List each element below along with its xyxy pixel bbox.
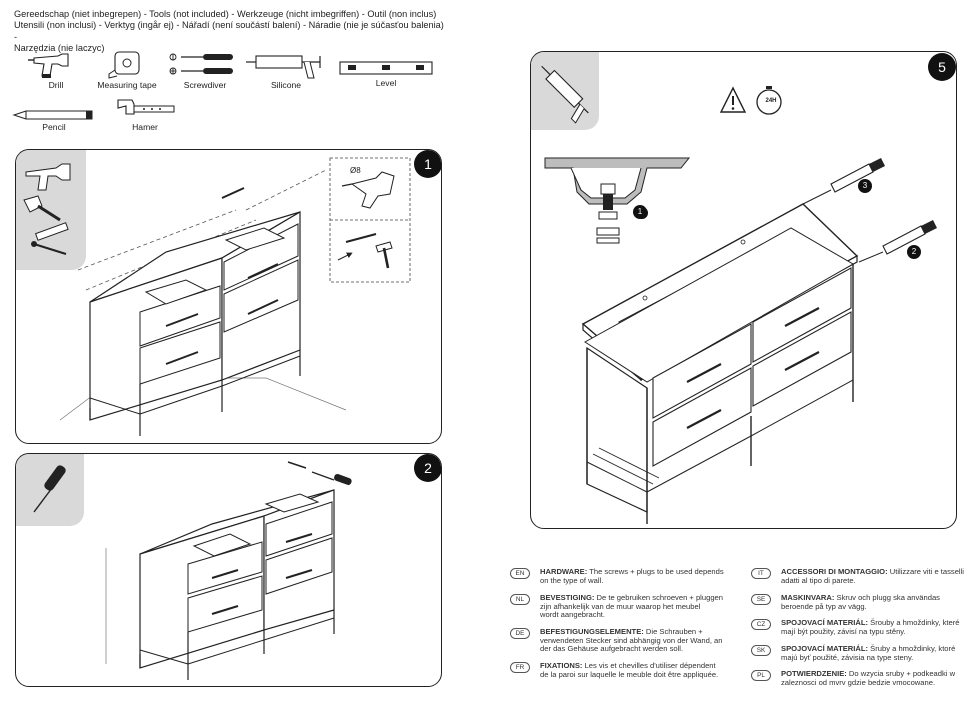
language-code-badge: DE xyxy=(510,628,530,639)
step-1-cabinet-illustration xyxy=(59,157,411,436)
tool-label: Pencil xyxy=(42,122,66,132)
silicone-gun-icon xyxy=(246,55,321,79)
note-text: Die Schrauben + xyxy=(643,627,703,636)
language-code-badge: FR xyxy=(510,662,530,673)
language-code-badge: EN xyxy=(510,568,530,579)
step-2-tools-box xyxy=(16,454,84,526)
step-2-panel: 2 xyxy=(15,453,442,687)
step-2-cabinet-illustration xyxy=(105,461,352,680)
callout-3: 3 xyxy=(858,179,872,193)
tool-label: Measuring tape xyxy=(97,80,157,90)
tool-level: Level xyxy=(338,58,434,88)
note-text: adatti al tipo di parete. xyxy=(781,575,856,585)
screwdriver-icon xyxy=(169,53,233,75)
note-text: De te gebruiken schroeven + pluggen xyxy=(594,593,723,602)
tool-label: Screwdiver xyxy=(183,80,227,90)
note-title: SPOJOVACÍ MATERIÁL: xyxy=(781,618,869,627)
note-title: BEVESTIGING: xyxy=(540,593,595,602)
tool-hammer: Hamer xyxy=(112,96,178,132)
tools-header-line: Utensili (non inclusi) - Verktyg (ingår … xyxy=(14,20,444,42)
note-text: Utilizzare viti e tasselli xyxy=(887,567,964,576)
callout-2: 2 xyxy=(907,245,921,259)
language-code-badge: CZ xyxy=(751,619,771,630)
note-title: HARDWARE: xyxy=(540,567,588,576)
silicone-tube-side xyxy=(858,220,937,263)
note-text: Skruv och plugg ska användas xyxy=(834,593,940,602)
screw-icon xyxy=(31,241,67,255)
step-5-vanity-illustration xyxy=(544,157,937,524)
hammer-icon xyxy=(23,195,61,222)
note-text: on the type of wall. xyxy=(540,575,604,585)
note-title: FIXATIONS: xyxy=(540,661,583,670)
note-text: The screws + plugs to be used depends xyxy=(587,567,724,576)
measuring-tape-icon xyxy=(108,51,140,79)
step-5-number: 5 xyxy=(928,53,956,81)
hammer-icon xyxy=(117,99,175,115)
warning-timer-group xyxy=(719,86,782,115)
note-title: ACCESSORI DI MONTAGGIO: xyxy=(781,567,888,576)
language-code-badge: NL xyxy=(510,594,530,605)
pencil-icon xyxy=(12,110,93,120)
note-text: Les vis et chevilles d'utiliser dépenden… xyxy=(582,661,716,670)
tool-label: Silicone xyxy=(270,80,302,90)
drill-size-label: Ø8 xyxy=(350,166,361,175)
drill-icon xyxy=(25,163,71,191)
tool-label: Drill xyxy=(48,80,64,90)
language-code-badge: PL xyxy=(751,670,771,681)
note-text: zijn afhankelijk van de muur waarop het … xyxy=(540,601,701,611)
tool-silicone: Silicone xyxy=(246,48,326,90)
tools-header-line: Narzędzia (nie laczyc) xyxy=(14,43,105,54)
tools-header: Gereedschap (niet inbegrepen) - Tools (n… xyxy=(14,9,444,55)
note-text: beroende på typ av vägg. xyxy=(781,601,867,611)
tool-label: Level xyxy=(375,78,397,88)
note-text: Šruby a hmoždinky, ktoré xyxy=(868,644,956,653)
tool-screwdriver: Screwdiver xyxy=(164,48,246,90)
step-1-number: 1 xyxy=(414,150,441,178)
note-text: verwendeten Stecker sind abhängig von de… xyxy=(540,635,723,645)
timer-label: 24H xyxy=(765,98,777,104)
note-text: Do wzycia sruby + podkeadki w xyxy=(846,669,956,678)
language-code-badge: SE xyxy=(751,594,771,605)
note-text: zaleznosci od mvrv gdzie bedzie vmocowan… xyxy=(781,677,936,687)
note-text: de la paroi sur laquelle le meuble doit … xyxy=(540,669,719,679)
note-text: majú byť použité, závisia na type steny. xyxy=(781,652,914,662)
step-1-panel: 1 xyxy=(15,149,442,444)
step-1-tools-box xyxy=(16,150,86,270)
note-text: Šrouby a hmoždinky, které xyxy=(868,618,960,627)
note-title: SPOJOVACÍ MATERIÁL: xyxy=(781,644,869,653)
step-5-tools-box xyxy=(531,52,599,130)
note-title: MASKINVARA: xyxy=(781,593,835,602)
tool-pencil: Pencil xyxy=(12,108,96,132)
note-text: wordt aangebracht. xyxy=(540,610,606,620)
screwdriver-icon xyxy=(33,465,66,513)
drill-icon xyxy=(28,53,69,78)
silicone-tube-top xyxy=(802,158,885,205)
step-2-number: 2 xyxy=(414,454,441,482)
plug-icon xyxy=(34,222,69,241)
note-title: BEFESTIGUNGSELEMENTE: xyxy=(540,627,644,636)
tool-label: Hamer xyxy=(132,122,158,132)
language-code-badge: IT xyxy=(751,568,771,579)
tool-drill: Drill xyxy=(28,48,84,90)
callout-1: 1 xyxy=(633,205,647,219)
language-code-badge: SK xyxy=(751,645,771,656)
step-5-panel: 5 24H xyxy=(530,51,957,529)
tool-measuring-tape: Measuring tape xyxy=(92,48,162,90)
silicone-gun-icon xyxy=(541,65,589,124)
timer-24h-icon xyxy=(756,86,782,115)
tools-header-line: Gereedschap (niet inbegrepen) - Tools (n… xyxy=(14,9,437,19)
note-text: der das Gehäuse aufgebracht werden soll. xyxy=(540,644,684,654)
note-title: POTWIERDZENIE: xyxy=(781,669,847,678)
warning-icon xyxy=(719,86,747,113)
level-icon xyxy=(339,61,433,75)
note-text: mají být použity, závisí na typu stěny. xyxy=(781,626,906,636)
